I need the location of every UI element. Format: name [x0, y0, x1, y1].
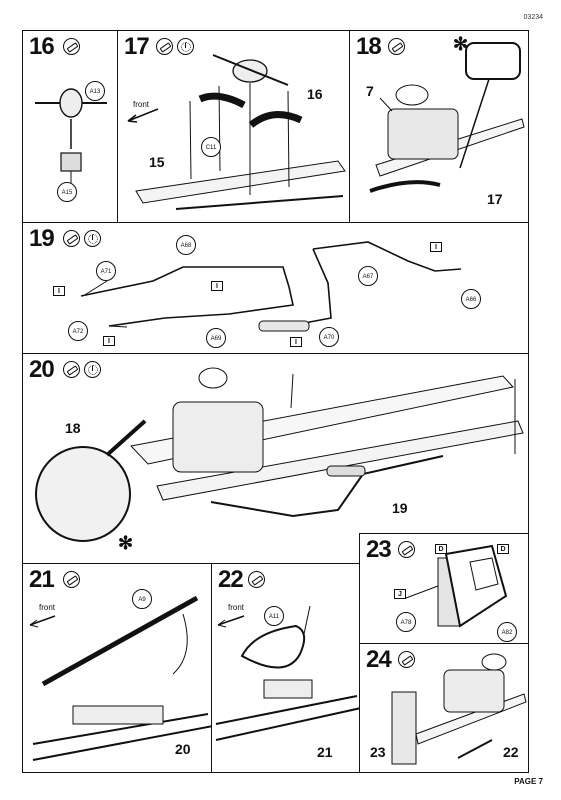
part-c11: C11 [201, 137, 221, 157]
part-a11: A11 [264, 606, 284, 626]
front-label: front [133, 100, 150, 109]
step-18-panel: 18 ✻ 7 17 [349, 30, 529, 223]
flag-d: D [435, 544, 447, 554]
step-number: 24 [366, 646, 392, 673]
callout-16: 16 [307, 86, 323, 102]
clock-icon [84, 361, 101, 378]
step-number: 23 [366, 536, 392, 563]
step-23-drawing [405, 544, 508, 628]
callout-23: 23 [370, 744, 386, 760]
callout-21: 21 [317, 744, 333, 760]
glue-icon [156, 38, 173, 55]
step-icons [63, 571, 80, 588]
step-number: 16 [29, 33, 55, 60]
front-label: front [39, 603, 56, 612]
step-23-panel: 23 A78 A82 D D J [359, 533, 529, 644]
flag-i: I [53, 286, 65, 296]
glue-icon [398, 651, 415, 668]
part-a67: A67 [358, 266, 378, 286]
part-a72: A72 [68, 321, 88, 341]
step-icons [156, 38, 194, 55]
front-label: front [228, 603, 245, 612]
flag-i: I [430, 242, 442, 252]
snowflake-icon: ✻ [453, 34, 469, 54]
step-icons [63, 38, 80, 55]
part-a66: A66 [461, 289, 481, 309]
step-number: 17 [124, 33, 150, 60]
step-icons [398, 541, 415, 558]
callout-20: 20 [175, 741, 191, 757]
step-20-drawing [35, 367, 524, 542]
step-icons [63, 361, 101, 378]
step-number: 20 [29, 356, 55, 383]
callout-18: 18 [65, 420, 81, 436]
step-17-drawing [127, 54, 346, 210]
part-a71: A71 [96, 261, 116, 281]
step-icons [248, 571, 265, 588]
callout-15: 15 [149, 154, 165, 170]
callout-22: 22 [503, 744, 519, 760]
part-a9: A9 [132, 589, 152, 609]
step-19-drawing [80, 241, 462, 332]
clock-icon [84, 230, 101, 247]
step-22-panel: 22 front A11 21 [211, 563, 360, 773]
part-a69: A69 [206, 328, 226, 348]
page-code: 03234 [523, 14, 543, 21]
glue-icon [63, 361, 80, 378]
step-21-drawing [29, 595, 211, 761]
part-a70: A70 [319, 327, 339, 347]
part-a13: A13 [85, 81, 105, 101]
step-17-panel: 17 front 16 15 C11 [117, 30, 350, 223]
step-21-panel: 21 front A9 20 [22, 563, 212, 773]
glue-icon [248, 571, 265, 588]
flag-i: I [103, 336, 115, 346]
clock-icon [177, 38, 194, 55]
glue-icon [63, 230, 80, 247]
flag-i: I [290, 337, 302, 347]
step-24-panel: 24 23 22 [359, 643, 529, 773]
step-icons [398, 651, 415, 668]
callout-19: 19 [392, 500, 408, 516]
part-a82: A82 [497, 622, 517, 642]
step-16-panel: 16 A13 A15 [22, 30, 118, 223]
callout-17: 17 [487, 191, 503, 207]
step-18-drawing [369, 42, 525, 193]
step-number: 18 [356, 33, 382, 60]
glue-icon [398, 541, 415, 558]
glue-icon [388, 38, 405, 55]
step-number: 21 [29, 566, 55, 593]
flag-i: I [211, 281, 223, 291]
step-icons [63, 230, 101, 247]
flag-j: J [394, 589, 406, 599]
glue-icon [63, 571, 80, 588]
part-a15: A15 [57, 182, 77, 202]
step-icons [388, 38, 405, 55]
step-number: 19 [29, 225, 55, 252]
part-a78: A78 [396, 612, 416, 632]
step-22-drawing [215, 605, 359, 741]
step-19-panel: 19 A68 A71 A72 A69 A70 A67 A66 I I I I I [22, 222, 529, 354]
snowflake-icon: ✻ [118, 533, 134, 553]
page-number: PAGE 7 [514, 777, 543, 786]
glue-icon [63, 38, 80, 55]
step-20-panel: 20 18 19 ✻ [22, 353, 529, 564]
callout-7: 7 [366, 83, 374, 99]
part-a68: A68 [176, 235, 196, 255]
step-number: 22 [218, 566, 244, 593]
step-24-drawing [391, 653, 527, 765]
flag-d: D [497, 544, 509, 554]
